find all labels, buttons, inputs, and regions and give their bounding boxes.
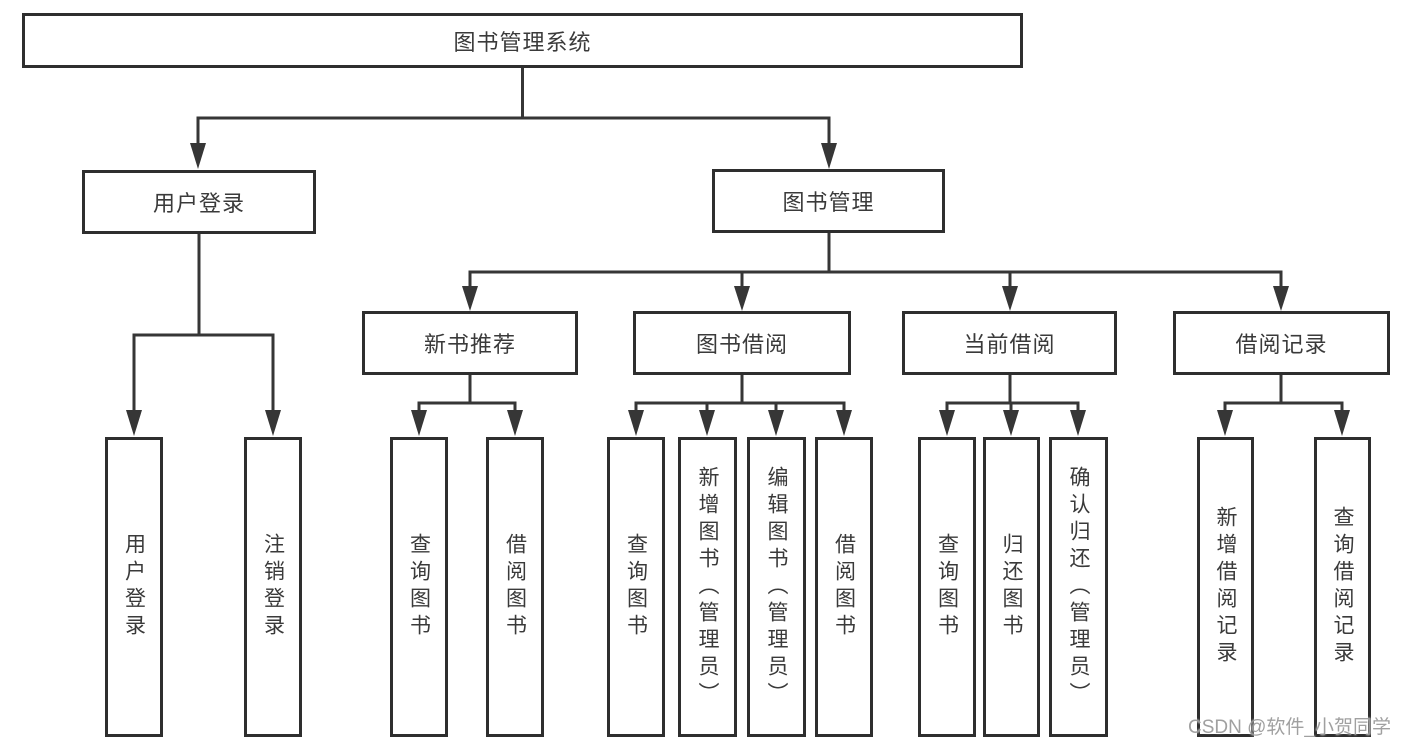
node-user-login: 用户登录 bbox=[82, 170, 316, 234]
leaf-borrow-books-under-bookborrowing: 借阅图书 bbox=[815, 437, 873, 737]
leaf-query-books-under-newbookrec: 查询图书 bbox=[390, 437, 448, 737]
leaf-query-borrowing-record: 查询借阅记录 bbox=[1314, 437, 1371, 737]
node-book-management: 图书管理 bbox=[712, 169, 945, 233]
leaf-edit-books-label: 编辑图书（管理员） bbox=[765, 465, 788, 709]
node-new-book-recommendation: 新书推荐 bbox=[362, 311, 578, 375]
node-borrowing-records-label: 借阅记录 bbox=[1235, 332, 1328, 357]
arrowheads-userlogin-leaves bbox=[126, 410, 281, 436]
leaf-query-books-1-label: 查询图书 bbox=[407, 533, 431, 641]
leaf-confirm-return-label: 确认归还（管理员） bbox=[1067, 465, 1090, 709]
leaf-return-books-label: 归还图书 bbox=[1000, 533, 1023, 641]
leaf-add-books-admin: 新增图书（管理员） bbox=[678, 437, 737, 737]
node-borrowing-records: 借阅记录 bbox=[1173, 311, 1390, 375]
leaf-query-borrow-record-label: 查询借阅记录 bbox=[1331, 506, 1354, 668]
leaf-logout-label: 注销登录 bbox=[261, 533, 285, 641]
leaf-borrow-books-2-label: 借阅图书 bbox=[832, 533, 856, 641]
leaf-return-books: 归还图书 bbox=[983, 437, 1040, 737]
connector-root-to-level2 bbox=[196, 68, 831, 146]
connector-newbookrec-to-leaves bbox=[417, 375, 517, 413]
node-new-book-recommendation-label: 新书推荐 bbox=[423, 332, 516, 357]
node-current-borrowing: 当前借阅 bbox=[902, 311, 1117, 375]
leaf-user-login: 用户登录 bbox=[105, 437, 163, 737]
arrowheads-level2 bbox=[190, 143, 837, 169]
node-root: 图书管理系统 bbox=[22, 13, 1023, 68]
arrowheads-borrowingrecords-leaves bbox=[1217, 410, 1350, 436]
leaf-query-books-under-bookborrowing: 查询图书 bbox=[607, 437, 665, 737]
csdn-watermark: CSDN @软件_小贺同学 bbox=[1188, 717, 1391, 738]
arrowheads-currentborrowing-leaves bbox=[939, 410, 1086, 436]
node-root-label: 图书管理系统 bbox=[453, 29, 592, 55]
connector-userlogin-to-leaves bbox=[132, 234, 275, 412]
leaf-edit-books-admin: 编辑图书（管理员） bbox=[747, 437, 806, 737]
leaf-confirm-return-admin: 确认归还（管理员） bbox=[1049, 437, 1108, 737]
leaf-user-login-label: 用户登录 bbox=[122, 533, 146, 641]
connector-bookmgmt-to-level3 bbox=[468, 233, 1283, 289]
arrowheads-newbookrec-leaves bbox=[411, 410, 523, 436]
leaf-query-books-under-currentborrowing: 查询图书 bbox=[918, 437, 976, 737]
arrowheads-bookborrowing-leaves bbox=[628, 410, 852, 436]
leaf-query-books-3-label: 查询图书 bbox=[935, 533, 959, 641]
leaf-borrow-books-1-label: 借阅图书 bbox=[503, 533, 527, 641]
leaf-logout: 注销登录 bbox=[244, 437, 302, 737]
leaf-add-borrow-record-label: 新增借阅记录 bbox=[1214, 506, 1237, 668]
node-book-borrowing: 图书借阅 bbox=[633, 311, 851, 375]
leaf-add-borrowing-record: 新增借阅记录 bbox=[1197, 437, 1254, 737]
node-book-borrowing-label: 图书借阅 bbox=[695, 332, 788, 357]
connector-currentborrowing-to-leaves bbox=[945, 375, 1080, 413]
node-book-management-label: 图书管理 bbox=[782, 190, 875, 215]
node-current-borrowing-label: 当前借阅 bbox=[963, 332, 1056, 357]
arrowheads-level3 bbox=[462, 286, 1289, 311]
leaf-add-books-label: 新增图书（管理员） bbox=[696, 465, 719, 709]
connector-borrowingrecords-to-leaves bbox=[1223, 375, 1344, 413]
connector-bookborrowing-to-leaves bbox=[634, 375, 846, 413]
leaf-borrow-books-under-newbookrec: 借阅图书 bbox=[486, 437, 544, 737]
leaf-query-books-2-label: 查询图书 bbox=[624, 533, 648, 641]
node-user-login-label: 用户登录 bbox=[152, 191, 245, 216]
